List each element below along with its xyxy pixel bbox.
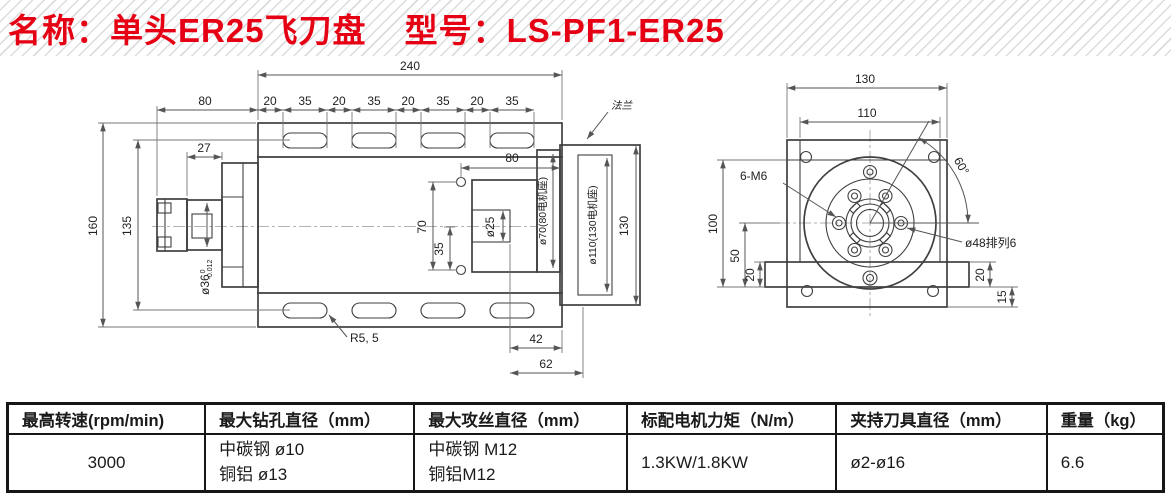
dim-20-left: 20	[743, 268, 757, 282]
label-radius: R5, 5	[350, 331, 379, 345]
header-max-speed: 最高转速(rpm/min)	[6, 402, 207, 435]
front-dimensions: 240 80 20 35 20 35 20 35 20 35 27 160 13…	[86, 59, 639, 378]
dim-80-pocket: 80	[505, 151, 519, 165]
dim-seg-6: 20	[470, 94, 484, 108]
bolt-circle-holes	[831, 188, 909, 258]
dim-seg-3: 35	[367, 94, 381, 108]
dim-62: 62	[539, 357, 553, 371]
cell-weight: 6.6	[1045, 433, 1165, 493]
dim-seg-1: 35	[298, 94, 312, 108]
dim-80-left: 80	[198, 94, 212, 108]
label-bolts: 6-M6	[740, 169, 768, 183]
dim-130-side: 130	[855, 72, 875, 86]
dim-160: 160	[86, 216, 100, 236]
product-model: 型号：LS-PF1-ER25	[404, 12, 725, 49]
technical-drawing: 240 80 20 35 20 35 20 35 20 35 27 160 13…	[86, 59, 1018, 378]
dim-seg-4: 20	[401, 94, 415, 108]
dim-130-front: 130	[617, 216, 631, 236]
drill-copper: 铜铝 ø13	[219, 464, 288, 484]
side-view: 130 110 100 50 20 20 15 60° 6-M6 ø48排列6	[706, 72, 1018, 318]
dim-seg-7: 35	[505, 94, 519, 108]
cell-tap-diameter: 中碳钢 M12 铜铝M12	[413, 433, 629, 493]
dim-100: 100	[706, 214, 720, 234]
tap-steel: 中碳钢 M12	[428, 439, 518, 459]
spindle-face	[803, 156, 937, 290]
cell-tool-diameter: ø2-ø16	[835, 433, 1048, 493]
dim-angle-60: 60°	[951, 155, 972, 178]
dim-d25: ø25	[483, 216, 497, 237]
dim-240: 240	[400, 59, 420, 73]
flange-profile	[559, 144, 641, 306]
header-tool-diameter: 夹持刀具直径（mm）	[835, 402, 1048, 435]
cell-max-speed: 3000	[6, 433, 207, 493]
header-weight: 重量（kg）	[1045, 402, 1165, 435]
dim-d36: ø360-0.012	[198, 259, 214, 295]
cell-motor-torque: 1.3KW/1.8KW	[626, 433, 838, 493]
spec-header-row: 最高转速(rpm/min) 最大钻孔直径（mm） 最大攻丝直径（mm） 标配电机…	[6, 402, 1165, 435]
dim-70: 70	[415, 220, 429, 234]
label-flange: 法兰	[611, 100, 633, 112]
dim-27: 27	[197, 141, 211, 155]
dim-35: 35	[432, 242, 446, 256]
side-dimensions: 130 110 100 50 20 20 15 60° 6-M6 ø48排列6	[706, 72, 1018, 308]
dim-20-right: 20	[973, 268, 987, 282]
dim-110: 110	[857, 106, 876, 120]
header-tap-diameter: 最大攻丝直径（mm）	[413, 402, 629, 435]
label-d110-motor: ø110(130电机座)	[586, 185, 599, 264]
header-motor-torque: 标配电机力矩（N/m）	[626, 402, 838, 435]
cell-drill-diameter: 中碳钢 ø10 铜铝 ø13	[204, 433, 416, 493]
dim-50: 50	[728, 249, 742, 263]
label-bolt-circle: ø48排列6	[965, 236, 1017, 250]
spindle-collet-assembly	[156, 162, 259, 288]
dim-seg-0: 20	[263, 94, 277, 108]
front-view: 240 80 20 35 20 35 20 35 20 35 27 160 13…	[86, 59, 641, 378]
tap-copper: 铜铝M12	[428, 464, 496, 484]
product-name: 名称：单头ER25飞刀盘	[8, 12, 367, 49]
dim-42: 42	[529, 332, 543, 346]
spec-table: 最高转速(rpm/min) 最大钻孔直径（mm） 最大攻丝直径（mm） 标配电机…	[6, 402, 1165, 493]
spec-value-row: 3000 中碳钢 ø10 铜铝 ø13 中碳钢 M12 铜铝M12 1.3KW/…	[6, 433, 1165, 493]
dim-seg-2: 20	[332, 94, 346, 108]
dim-seg-5: 35	[436, 94, 450, 108]
dim-15: 15	[995, 290, 1009, 304]
mount-base	[764, 261, 970, 308]
header-drill-diameter: 最大钻孔直径（mm）	[204, 402, 416, 435]
dim-135: 135	[120, 216, 134, 236]
drill-steel: 中碳钢 ø10	[219, 439, 305, 459]
label-d70-motor: ø70(80电机座)	[536, 177, 549, 245]
title-banner: 名称：单头ER25飞刀盘 型号：LS-PF1-ER25	[0, 0, 1171, 56]
